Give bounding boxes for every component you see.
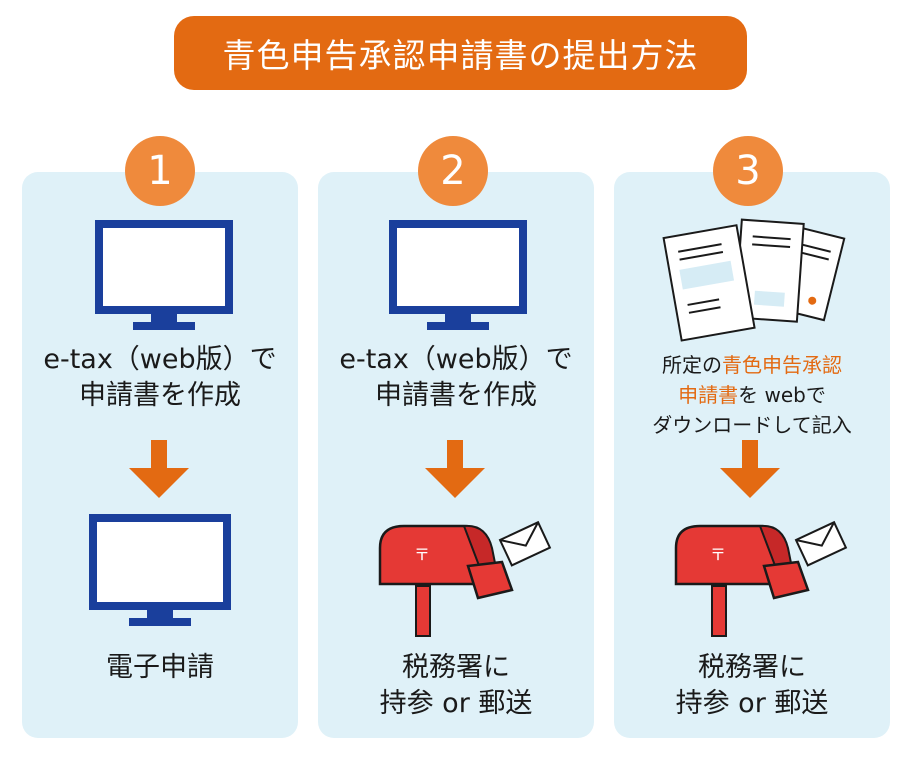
step-3-desc-highlight: 青色申告承認: [722, 353, 842, 377]
step-3-desc-line1-text: 所定の: [662, 353, 722, 377]
step-2-desc-line1: e-tax（web版）で: [339, 344, 573, 375]
step-3-result-line2: 持参 or 郵送: [675, 688, 829, 719]
step-2-result-line1: 税務署に: [402, 652, 510, 683]
down-arrow-icon: [425, 440, 485, 498]
svg-text:〒: 〒: [414, 545, 430, 564]
monitor-icon: [89, 514, 231, 626]
step-3-desc-line2: 申請書を webで: [614, 380, 890, 410]
mailbox-icon: 〒: [378, 520, 552, 637]
step-1-desc-line2: 申請書を作成: [79, 380, 241, 411]
step-3-desc-line3: ダウンロードして記入: [652, 413, 852, 437]
mailbox-icon: 〒: [674, 520, 848, 637]
step-1-desc-line1: e-tax（web版）で: [43, 344, 277, 375]
page-title: 青色申告承認申請書の提出方法: [222, 36, 699, 75]
step-3-number-badge: 3: [713, 136, 783, 206]
step-1-number-badge: 1: [125, 136, 195, 206]
documents-icon: [662, 218, 846, 342]
step-2-result-line2: 持参 or 郵送: [379, 688, 533, 719]
svg-text:〒: 〒: [710, 545, 726, 564]
step-3-result-line1: 税務署に: [698, 652, 806, 683]
step-1-result-label: 電子申請: [106, 652, 214, 683]
down-arrow-icon: [129, 440, 189, 498]
monitor-icon: [389, 220, 527, 330]
title-banner: 青色申告承認申請書の提出方法: [174, 16, 747, 90]
step-3-desc-line2-text: を webで: [738, 383, 826, 407]
step-3-desc-line1: 所定の青色申告承認: [614, 350, 890, 380]
step-2-number-badge: 2: [418, 136, 488, 206]
down-arrow-icon: [720, 440, 780, 498]
step-3-desc-highlight: 申請書: [678, 383, 739, 407]
monitor-icon: [95, 220, 233, 330]
step-2-desc-line2: 申請書を作成: [375, 380, 537, 411]
